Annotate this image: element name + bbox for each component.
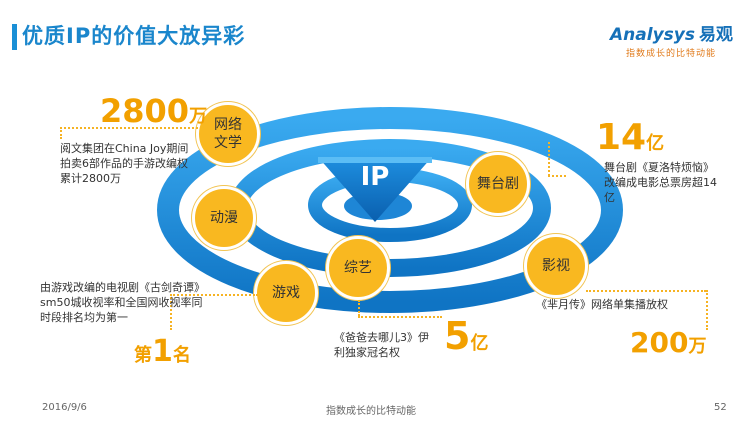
brand-name-en: nalysys [623,25,695,45]
footer-slogan: 指数成长的比特动能 [326,406,416,417]
stat-stage-desc: 舞台剧《夏洛特烦恼》改编成电影总票房超14亿 [604,161,717,204]
connector-variety-v [358,300,360,316]
page-title: 优质IP的价值大放异彩 [22,24,246,48]
stat-literature-value: 2800万 [100,92,207,130]
brand-prefix: A [610,25,624,45]
connector-stage [548,175,566,177]
connector-literature [60,127,198,129]
node-film: 影视 [524,234,588,298]
ip-triangle [318,157,432,222]
stat-literature-unit: 万 [189,106,208,127]
stat-variety-number: 5 [444,314,471,358]
outer-ring [157,107,623,313]
title-accent-bar [12,24,17,50]
connector-game [170,294,258,296]
stat-literature-desc: 阅文集团在China Joy期间拍卖6部作品的手游改编权累计2800万 [60,142,189,185]
connector-literature-v [60,127,62,139]
node-game: 游戏 [254,261,318,325]
stat-stage-unit: 亿 [646,133,665,154]
stat-game-prefix: 第 [134,345,152,366]
node-anime: 动漫 [192,186,256,250]
stat-variety-value: 5亿 [444,314,488,358]
stat-film-number: 200 [630,326,689,359]
node-stage: 舞台剧 [466,152,530,216]
stat-variety-desc: 《爸爸去哪儿3》伊利独家冠名权 [334,331,429,359]
stat-game-number: 1 [152,334,173,369]
stat-film-value: 200万 [630,326,706,359]
connector-game-v [170,294,172,330]
connector-stage-v [548,142,550,176]
footer-date: 2016/9/6 [42,402,87,413]
stat-literature-number: 2800 [100,92,190,130]
stat-game-unit: 名 [172,345,191,366]
stat-stage-number: 14 [596,117,647,158]
connector-film [586,290,706,292]
stat-game-desc: 由游戏改编的电视剧《古剑奇谭》sm50城收视率和全国网收视率同时段排名均为第一 [40,281,205,324]
connector-film-v [706,290,708,330]
stat-variety-unit: 亿 [470,333,489,354]
brand-name-cn: 易观 [698,25,733,45]
stat-stage-value: 14亿 [596,117,664,158]
node-variety: 综艺 [326,236,390,300]
connector-variety [358,316,442,318]
brand-slogan: 指数成长的比特动能 [626,49,717,59]
stat-film-desc: 《芈月传》网络单集播放权 [536,298,668,311]
page-number: 52 [714,402,727,413]
stat-film-unit: 万 [688,336,707,357]
ip-label: IP [360,162,390,192]
node-literature: 网络 文学 [196,102,260,166]
stat-game-value: 第1名 [134,334,191,369]
